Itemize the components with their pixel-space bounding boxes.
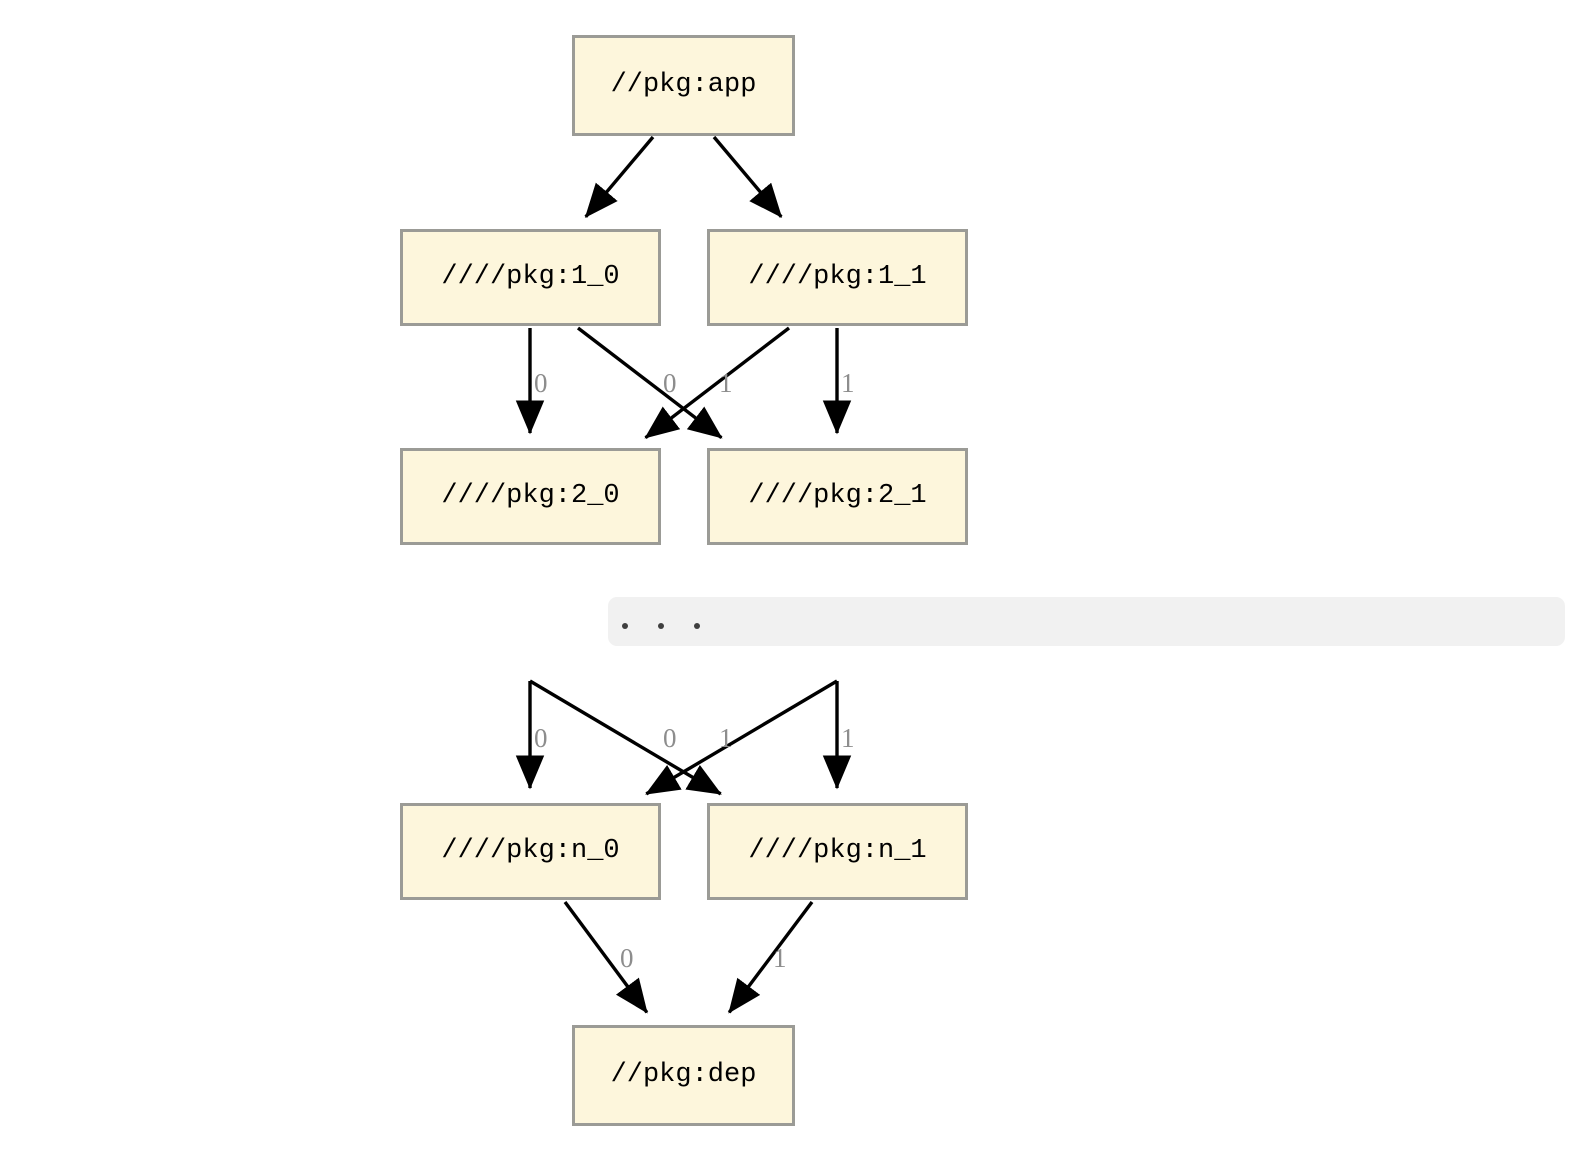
edge-label: 1 [719,723,733,753]
graph-node-label: ////pkg:n_1 [748,836,927,866]
graph-node-label: //pkg:app [610,70,757,100]
ellipsis-dot [658,623,664,629]
graph-node-label: ////pkg:1_0 [441,262,620,292]
graph-edge-hidden_1-to-ln_0 [645,679,838,796]
ellipsis-dots [608,623,700,646]
edge-label: 1 [841,368,855,398]
edge-label: 1 [841,723,855,753]
graph-node-label: ////pkg:n_0 [441,836,620,866]
graph-node-l1_1[interactable]: ////pkg:1_1 [707,229,968,326]
graph-edge-ln_1-to-dep [727,900,814,1014]
graph-edge-app-to-l1_1 [712,135,783,218]
graph-node-l2_0[interactable]: ////pkg:2_0 [400,448,661,545]
graph-node-app[interactable]: //pkg:app [572,35,795,136]
graph-edge-hidden_0-to-ln_1 [529,679,722,796]
graph-edge-l1_1-to-l2_0 [644,326,791,440]
graph-edge-ln_0-to-dep [563,900,649,1014]
edge-label: 1 [719,368,733,398]
edge-label: 1 [773,943,787,973]
graph-node-ln_0[interactable]: ////pkg:n_0 [400,803,661,900]
graph-node-l1_0[interactable]: ////pkg:1_0 [400,229,661,326]
edges-group [515,135,852,1014]
graph-node-dep[interactable]: //pkg:dep [572,1025,795,1126]
graph-node-label: ////pkg:1_1 [748,262,927,292]
graph-edge-app-to-l1_0 [584,135,655,218]
ellipsis-dot [622,623,628,629]
graph-node-label: //pkg:dep [610,1060,757,1090]
edge-label: 0 [534,723,548,753]
graph-node-label: ////pkg:2_0 [441,481,620,511]
graph-edge-l1_0-to-l2_1 [576,326,723,440]
edge-label: 0 [663,723,677,753]
edge-label: 0 [663,368,677,398]
truncation-ellipsis-band [608,597,1565,646]
edge-label: 0 [620,943,634,973]
graph-node-l2_1[interactable]: ////pkg:2_1 [707,448,968,545]
ellipsis-dot [694,623,700,629]
edge-label: 0 [534,368,548,398]
graph-node-label: ////pkg:2_1 [748,481,927,511]
graph-node-ln_1[interactable]: ////pkg:n_1 [707,803,968,900]
